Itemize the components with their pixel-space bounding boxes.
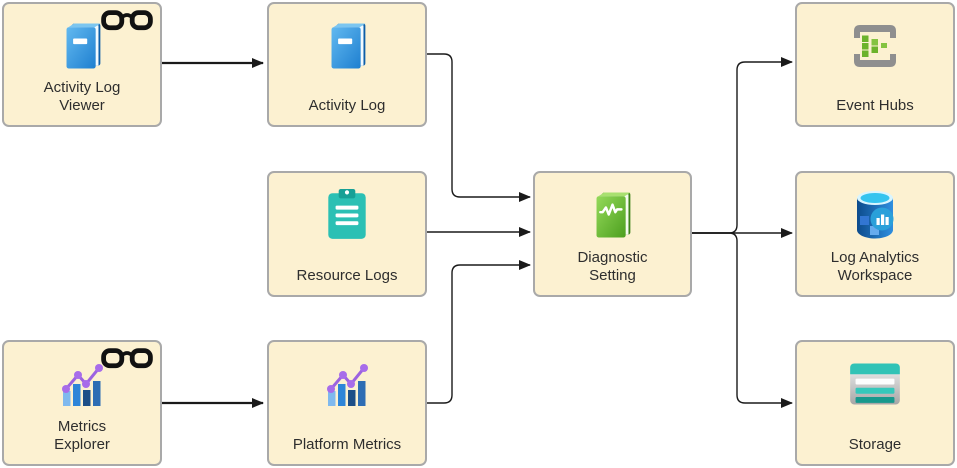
node-label: Event Hubs [836,97,914,115]
edge-platform-metrics-to-diagnostic-setting [427,260,531,404]
node-storage: Storage [795,340,955,466]
glasses-icon [101,347,153,377]
edge-diagnostic-setting-to-event-hubs [692,57,793,234]
edge-diagnostic-setting-to-storage [692,232,793,408]
node-log-analytics-workspace: Log Analytics Workspace [795,171,955,297]
log-analytics-icon [850,185,900,245]
glasses-icon [101,9,153,39]
edge-activity-log-to-diagnostic-setting [427,53,531,202]
book-blue-icon [59,16,106,76]
event-hubs-icon [850,16,900,76]
node-resource-logs: Resource Logs [267,171,427,297]
metrics-chart-icon [56,354,108,414]
node-label: Log Analytics Workspace [830,248,920,285]
node-label: Storage [848,436,902,454]
node-diagnostic-setting: Diagnostic Setting [533,171,692,297]
node-metrics-explorer: Metrics Explorer [2,340,162,466]
node-activity-log: Activity Log [267,2,427,127]
node-platform-metrics: Platform Metrics [267,340,427,466]
book-blue-icon [324,16,371,76]
node-event-hubs: Event Hubs [795,2,955,127]
clipboard-icon [324,185,370,245]
storage-icon [848,354,902,414]
node-label: Activity Log Viewer [43,78,121,115]
node-label: Diagnostic Setting [577,248,648,285]
node-label: Platform Metrics [292,436,402,454]
node-activity-log-viewer: Activity Log Viewer [2,2,162,127]
metrics-chart-icon [321,354,373,414]
node-label: Metrics Explorer [54,417,110,454]
node-label: Resource Logs [296,267,398,285]
node-label: Activity Log [308,97,386,115]
book-green-pulse-icon [589,185,636,245]
